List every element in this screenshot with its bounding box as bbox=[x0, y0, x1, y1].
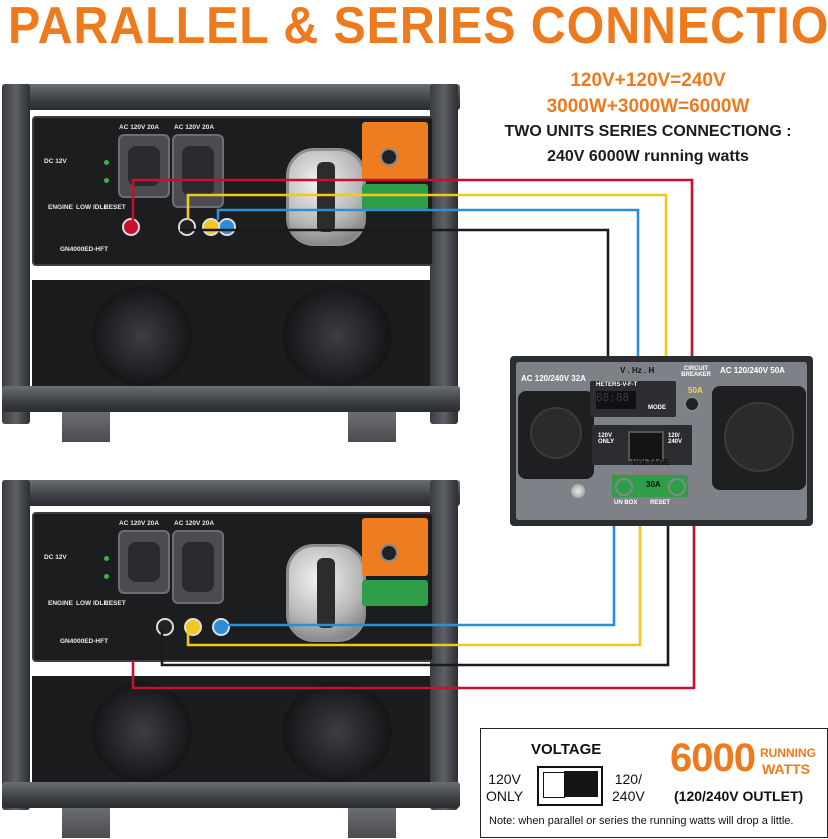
engine-block bbox=[32, 280, 430, 386]
engine-block bbox=[32, 676, 430, 782]
outlet-120v-left bbox=[118, 530, 170, 594]
wire-black-bottom bbox=[160, 526, 670, 667]
frame-bottom-bar bbox=[2, 386, 460, 412]
frame-foot bbox=[348, 808, 396, 838]
voltage-switch[interactable]: 120V ONLY 120/ 240V bbox=[592, 425, 692, 465]
legend-unit-line2: WATTS bbox=[762, 761, 810, 777]
breaker-label: CIRCUIT BREAKER bbox=[681, 366, 711, 378]
model-label: GN4000ED-HFT bbox=[60, 246, 109, 253]
dc-label: DC 12V bbox=[44, 554, 67, 561]
engine-label: ENGINE bbox=[48, 600, 73, 607]
status-led bbox=[104, 178, 109, 183]
breaker-button-icon[interactable] bbox=[380, 148, 398, 166]
meter-display: 88:88 bbox=[596, 391, 636, 409]
model-label: GN4000ED-HFT bbox=[60, 638, 109, 645]
legend-heading: VOLTAGE bbox=[531, 741, 602, 758]
generator-top: AC 120V 20A AC 120V 20A DC 12V ENGINE LO… bbox=[2, 84, 462, 444]
reset-label: RESET bbox=[104, 204, 126, 211]
frame-foot bbox=[348, 412, 396, 442]
reset-button-icon[interactable] bbox=[615, 478, 633, 496]
outlet-label-left: AC 120V 20A bbox=[119, 124, 160, 131]
ground-icon bbox=[571, 484, 585, 498]
legend-left-option: 120V ONLY bbox=[486, 771, 524, 804]
status-led bbox=[104, 160, 109, 165]
low-idle-label: LOW IDLE bbox=[76, 600, 108, 607]
frame-post-left bbox=[2, 84, 30, 424]
wire-yellow-bottom bbox=[186, 526, 642, 647]
meter-mode[interactable]: MODE bbox=[648, 405, 666, 411]
legend-unit-line1: RUNNING bbox=[760, 746, 816, 760]
voltage-equation: 120V+120V=240V bbox=[570, 70, 726, 91]
frame-post-right bbox=[430, 84, 458, 424]
frame-bottom-bar bbox=[2, 782, 460, 808]
legend-note: Note: when parallel or series the runnin… bbox=[489, 815, 794, 827]
legend-big-number: 6000 bbox=[670, 736, 756, 780]
pb-right-outlet-label: AC 120/240V 50A bbox=[720, 366, 785, 375]
status-led bbox=[104, 556, 109, 561]
neutral-terminal[interactable] bbox=[156, 618, 174, 636]
blue-terminal[interactable] bbox=[218, 218, 236, 236]
reset-label: RESET bbox=[104, 600, 126, 607]
meter-header: V . Hz . H bbox=[620, 366, 655, 375]
wire-yellow-top bbox=[186, 193, 668, 356]
dc-label: DC 12V bbox=[44, 158, 67, 165]
green-status-pad bbox=[362, 184, 428, 210]
switch-right-label: 120/ 240V bbox=[668, 433, 683, 445]
wire-red-bottom bbox=[131, 526, 696, 690]
generator-bottom: AC 120V 20A AC 120V 20A DC 12V ENGINE LO… bbox=[2, 480, 462, 839]
breaker-button-icon[interactable] bbox=[380, 544, 398, 562]
switch-left-label: 120V ONLY bbox=[598, 433, 615, 445]
outlet-label-right: AC 120V 20A bbox=[174, 124, 215, 131]
series-caption-line2: 240V 6000W running watts bbox=[547, 148, 749, 165]
frame-top-bar bbox=[2, 480, 460, 506]
control-panel: AC 120V 20A AC 120V 20A DC 12V ENGINE LO… bbox=[32, 512, 434, 662]
wire-blue-bottom bbox=[218, 526, 616, 627]
outlet-120v-right bbox=[172, 530, 224, 604]
outlet-label-right: AC 120V 20A bbox=[174, 520, 215, 527]
frame-foot bbox=[62, 808, 110, 838]
legend-right-option: 120/ 240V bbox=[612, 771, 645, 804]
voltmeter: HETERS-V-F-T 88:88 MODE bbox=[590, 381, 676, 417]
frame-foot bbox=[62, 412, 110, 442]
blue-terminal[interactable] bbox=[212, 618, 230, 636]
pb-outlet-50a bbox=[712, 386, 806, 490]
voltage-toggle-icon bbox=[537, 766, 603, 806]
series-caption-line1: TWO UNITS SERIES CONNECTIONG : bbox=[504, 123, 792, 140]
page-title: PARALLEL & SERIES CONNECTION bbox=[8, 0, 828, 55]
breaker-rating: 50A bbox=[688, 386, 703, 395]
breaker-button-icon[interactable] bbox=[684, 396, 700, 412]
outlet-label-left: AC 120V 20A bbox=[119, 520, 160, 527]
wire-black-top bbox=[180, 228, 610, 356]
engine-label: ENGINE bbox=[48, 204, 73, 211]
legend-outlet-note: (120/240V OUTLET) bbox=[674, 788, 804, 804]
voltage-label: VOLTAGE bbox=[632, 458, 670, 467]
watts-equation: 3000W+3000W=6000W bbox=[546, 96, 750, 117]
red-terminal[interactable] bbox=[122, 218, 140, 236]
status-led bbox=[104, 574, 109, 579]
frame-post-left bbox=[2, 480, 30, 810]
wire-red-top bbox=[131, 178, 694, 356]
wire-blue-top bbox=[216, 208, 640, 356]
pb-outlet-32a bbox=[518, 391, 594, 479]
meter-brand: HETERS-V-F-T bbox=[596, 382, 638, 388]
green-status-pad bbox=[362, 580, 428, 606]
pb-left-outlet-label: AC 120/240V 32A bbox=[521, 374, 586, 383]
fuse-label: 30A bbox=[646, 480, 661, 489]
reset-button-icon[interactable] bbox=[668, 478, 686, 496]
unit-label: UN BOX bbox=[614, 500, 638, 506]
reset-label: RESET bbox=[650, 500, 671, 506]
low-idle-label: LOW IDLE bbox=[76, 204, 108, 211]
frame-top-bar bbox=[2, 84, 460, 110]
